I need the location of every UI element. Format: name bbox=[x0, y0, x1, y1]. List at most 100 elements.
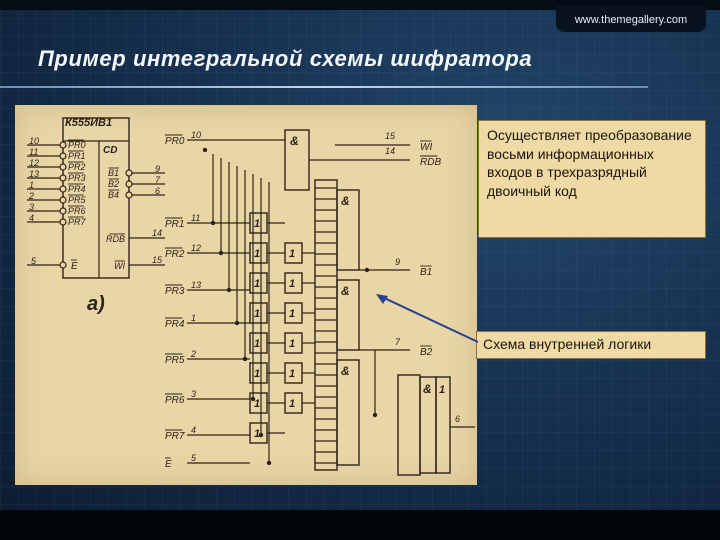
chip-input-pin-3: 13 bbox=[29, 169, 39, 179]
chip-input-inverter-6 bbox=[59, 207, 67, 215]
chip-input-inverter-5 bbox=[59, 196, 67, 204]
logic-bus-dot-6 bbox=[250, 396, 256, 402]
logic-out-b2-label: B2 bbox=[420, 347, 433, 358]
chip-input-label-7: PR7 bbox=[68, 217, 87, 227]
chip-input-inverter-2 bbox=[59, 163, 67, 171]
logic-b1-dot bbox=[364, 267, 370, 273]
logic-or-gate-b-6 bbox=[284, 392, 303, 414]
logic-or-label-b-2: 1 bbox=[289, 278, 295, 290]
chip-input-label-5: PR5 bbox=[68, 195, 87, 205]
chip-output-pin-2: 6 bbox=[155, 186, 160, 196]
logic-bus-dot-3 bbox=[226, 287, 232, 293]
logic-or-gate-a-2 bbox=[249, 272, 268, 294]
logic-or-gate-b-3 bbox=[284, 302, 303, 324]
logic-and-column bbox=[314, 179, 338, 471]
chip-input-pin-4: 1 bbox=[29, 180, 34, 190]
chip-output-label-1: B2 bbox=[108, 179, 119, 189]
logic-out-rdb-label: RDB bbox=[420, 157, 441, 168]
logic-input-label-0: PR0 bbox=[165, 136, 185, 147]
chip-input-inverter-3 bbox=[59, 174, 67, 182]
chip-input-pin-6: 3 bbox=[29, 202, 34, 212]
chip-name: К555ИВ1 bbox=[65, 117, 112, 129]
logic-bus-dot-8 bbox=[266, 460, 272, 466]
logic-or-label-a-0: 1 bbox=[254, 218, 260, 230]
logic-input-pin-7: 4 bbox=[191, 425, 196, 435]
logic-top-and-label: & bbox=[290, 134, 299, 148]
internal-logic-callout: Схема внутренней логики bbox=[476, 331, 706, 359]
logic-input-pin-2: 12 bbox=[191, 243, 201, 253]
logic-top-and-gate bbox=[284, 129, 310, 191]
slide-title: Пример интегральной схемы шифратора bbox=[38, 46, 533, 71]
logic-out-rdb-pin: 14 bbox=[385, 146, 395, 156]
chip-cd-label: CD bbox=[103, 145, 117, 156]
logic-and-label-2: & bbox=[341, 284, 350, 298]
logic-out-b1-pin: 9 bbox=[395, 257, 400, 267]
logic-out-b4-pin: 6 bbox=[455, 414, 460, 424]
logic-or-label-a-7: 1 bbox=[254, 428, 260, 440]
schematic-wires bbox=[27, 139, 475, 464]
logic-or-gate-a-5 bbox=[249, 362, 268, 384]
logic-and-label-3: & bbox=[341, 364, 350, 378]
logic-or-label-a-3: 1 bbox=[254, 308, 260, 320]
logic-or-label-b-3: 1 bbox=[289, 308, 295, 320]
chip-input-pin-5: 2 bbox=[28, 191, 34, 201]
chip-input-label-4: PR4 bbox=[68, 184, 86, 194]
logic-bus-dot-2 bbox=[218, 250, 224, 256]
logic-input-label-8: E bbox=[165, 459, 172, 470]
logic-bus-dot-1 bbox=[210, 220, 216, 226]
logic-and-gate-1 bbox=[336, 189, 360, 271]
logic-input-label-7: PR7 bbox=[165, 431, 185, 442]
logic-input-label-6: PR6 bbox=[165, 395, 185, 406]
bottom-bar bbox=[0, 510, 720, 540]
logic-input-label-3: PR3 bbox=[165, 286, 185, 297]
logic-input-pin-5: 2 bbox=[190, 349, 196, 359]
logic-or-gate-a-4 bbox=[249, 332, 268, 354]
chip-input-pin-0: 10 bbox=[29, 136, 39, 146]
logic-or-gate-b-4 bbox=[284, 332, 303, 354]
logic-and-gate-2 bbox=[336, 279, 360, 351]
chip-wi-pin: 15 bbox=[152, 255, 163, 265]
logic-bus-dot-7 bbox=[258, 432, 264, 438]
chip-input-pin-2: 12 bbox=[29, 158, 39, 168]
logic-or-gate-a-1 bbox=[249, 242, 268, 264]
chip-rdb-label: RDB bbox=[106, 234, 125, 244]
logic-input-pin-1: 11 bbox=[191, 213, 200, 223]
logic-input-pin-4: 1 bbox=[191, 313, 196, 323]
chip-enable-pin: 5 bbox=[31, 256, 37, 266]
chip-input-label-6: PR6 bbox=[68, 206, 86, 216]
logic-input-label-5: PR5 bbox=[165, 355, 185, 366]
title-underline bbox=[0, 86, 648, 88]
logic-or-label-b-1: 1 bbox=[289, 248, 295, 260]
logic-or-gate-a-6 bbox=[249, 392, 268, 414]
chip-output-label-0: B1 bbox=[108, 168, 119, 178]
logic-bus-dot-4 bbox=[234, 320, 240, 326]
logic-input-pin-8: 5 bbox=[191, 453, 197, 463]
logic-input-label-2: PR2 bbox=[165, 249, 185, 260]
logic-or-label-a-6: 1 bbox=[254, 398, 260, 410]
description-callout: Осуществляет преобразование восьми инфор… bbox=[478, 120, 706, 238]
chip-input-pin-7: 4 bbox=[29, 213, 34, 223]
chip-output-label-2: B4 bbox=[108, 190, 119, 200]
url-tab bbox=[556, 6, 706, 32]
logic-right-and-column bbox=[397, 374, 421, 476]
logic-and-label-1: & bbox=[341, 194, 350, 208]
logic-bus-dot-0 bbox=[202, 147, 208, 153]
chip-output-inverter-2 bbox=[125, 191, 133, 199]
logic-out-b1-label: B1 bbox=[420, 267, 432, 278]
chip-enable-inverter bbox=[59, 261, 67, 269]
logic-out-wi-pin: 15 bbox=[385, 131, 396, 141]
chip-input-inverter-1 bbox=[59, 152, 67, 160]
chip-wi-label: WI bbox=[114, 261, 125, 271]
logic-or-gate-b-2 bbox=[284, 272, 303, 294]
logic-right-or-label: 1 bbox=[439, 384, 445, 396]
logic-or-gate-a-7 bbox=[249, 422, 268, 444]
chip-output-pin-1: 7 bbox=[155, 175, 161, 185]
chip-input-inverter-7 bbox=[59, 218, 67, 226]
logic-or-label-b-4: 1 bbox=[289, 338, 295, 350]
chip-enable-label: E bbox=[71, 261, 78, 272]
logic-input-label-1: PR1 bbox=[165, 219, 184, 230]
logic-input-pin-3: 13 bbox=[191, 280, 201, 290]
chip-rdb-pin: 14 bbox=[152, 228, 162, 238]
